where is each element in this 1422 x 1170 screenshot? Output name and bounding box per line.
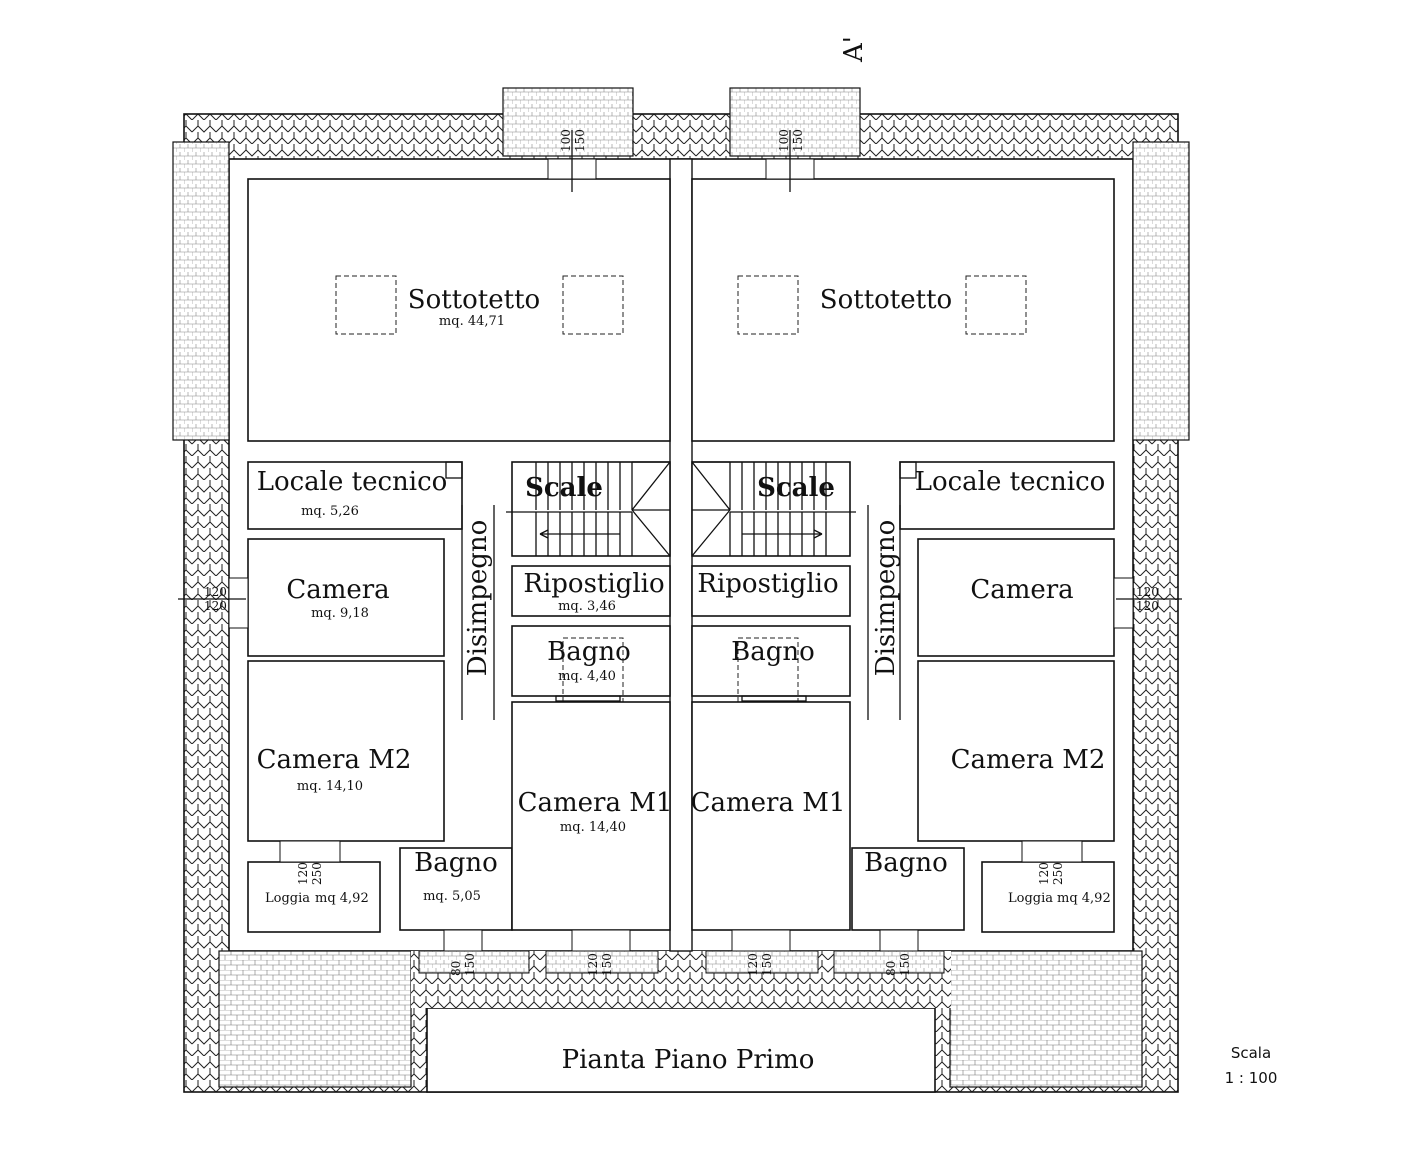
roof-vent-left (502, 87, 634, 157)
room-ripostiglio-right (691, 565, 851, 617)
label-disimpegno-right: Disimpegno (871, 520, 901, 677)
room-locale-left (247, 461, 463, 530)
label-camera-left: Camera (286, 575, 389, 605)
label-sottotetto-left: Sottotetto (408, 285, 540, 315)
scale-value: 1 : 100 (1225, 1069, 1278, 1087)
room-loggia-left (247, 861, 381, 933)
dim-side-right-a: 120 (1136, 585, 1159, 599)
section-marker: A' (839, 36, 869, 63)
label-bagno-left: Bagno (414, 848, 498, 878)
label-bagno-small-left: Bagno (547, 637, 631, 667)
dim-loggia-right-b: 250 (1051, 862, 1065, 885)
area-loggia-left: mq 4,92 (315, 891, 369, 906)
area-bagno-small-left: mq. 4,40 (558, 669, 616, 684)
label-sottotetto-right: Sottotetto (820, 285, 952, 315)
dim-loggia-right-a: 120 (1037, 862, 1051, 885)
dim-side-right-b: 120 (1136, 599, 1159, 613)
room-camera-m1-right (691, 701, 851, 931)
scale-label: Scala (1231, 1044, 1271, 1062)
label-camera-m1-left: Camera M1 (518, 788, 673, 818)
room-camera-m1-left (511, 701, 671, 931)
dim-loggia-left-a: 120 (296, 862, 310, 885)
label-disimpegno-left: Disimpegno (463, 520, 493, 677)
area-bagno-left: mq. 5,05 (423, 889, 481, 904)
label-scale-right: Scale (757, 473, 835, 503)
room-camera-m2-right (917, 660, 1115, 842)
label-scale-left: Scale (525, 473, 603, 503)
label-loggia-right: Loggia (1008, 891, 1053, 906)
party-wall (669, 158, 693, 952)
dim-m1-left-a: 120 (586, 953, 600, 976)
area-sottotetto-left: mq. 44,71 (439, 314, 505, 329)
dim-m1-left-b: 150 (600, 953, 614, 976)
terrace-right (949, 950, 1143, 1088)
label-locale-right: Locale tecnico (915, 467, 1106, 497)
dim-bagno-left-a: 80 (449, 961, 463, 976)
label-ripostiglio-left: Ripostiglio (523, 569, 664, 599)
dim-side-left-a: 120 (204, 585, 227, 599)
area-ripostiglio-left: mq. 3,46 (558, 599, 616, 614)
area-locale-left: mq. 5,26 (301, 504, 359, 519)
room-sottotetto-right (691, 178, 1115, 442)
label-camera-m1-right: Camera M1 (691, 788, 846, 818)
dim-bagno-right-a: 80 (884, 961, 898, 976)
room-camera-right (917, 538, 1115, 657)
label-locale-left: Locale tecnico (257, 467, 448, 497)
label-camera-m2-left: Camera M2 (257, 745, 412, 775)
area-loggia-right: mq 4,92 (1057, 891, 1111, 906)
area-camera-m1-left: mq. 14,40 (560, 820, 626, 835)
terrace-left (218, 950, 412, 1088)
room-camera-left (247, 538, 445, 657)
stairs-left (511, 461, 671, 557)
room-ripostiglio-left (511, 565, 671, 617)
dim-side-left-b: 120 (204, 599, 227, 613)
room-camera-m2-left (247, 660, 445, 842)
room-bagno-right (851, 847, 965, 931)
side-roof-left (172, 141, 230, 441)
plan-title: Pianta Piano Primo (562, 1045, 815, 1075)
label-bagno-right: Bagno (864, 848, 948, 878)
room-loggia-right (981, 861, 1115, 933)
dim-loggia-left-b: 250 (310, 862, 324, 885)
side-roof-right (1132, 141, 1190, 441)
dim-bagno-right-b: 150 (898, 953, 912, 976)
roof-vent-right (729, 87, 861, 157)
label-ripostiglio-right: Ripostiglio (697, 569, 838, 599)
area-camera-left: mq. 9,18 (311, 606, 369, 621)
dim-top-left-a: 100 (559, 129, 573, 152)
dim-m1-right-a: 120 (746, 953, 760, 976)
room-sottotetto-left (247, 178, 671, 442)
dim-m1-right-b: 150 (760, 953, 774, 976)
stairs-right (691, 461, 851, 557)
room-bagno-left (399, 847, 513, 931)
room-locale-right (899, 461, 1115, 530)
dim-top-right-a: 100 (777, 129, 791, 152)
dim-bagno-left-b: 150 (463, 953, 477, 976)
area-camera-m2-left: mq. 14,10 (297, 779, 363, 794)
label-loggia-left: Loggia (265, 891, 310, 906)
label-camera-right: Camera (970, 575, 1073, 605)
dim-top-left-b: 150 (573, 129, 587, 152)
label-bagno-small-right: Bagno (731, 637, 815, 667)
dim-top-right-b: 150 (791, 129, 805, 152)
label-camera-m2-right: Camera M2 (951, 745, 1106, 775)
